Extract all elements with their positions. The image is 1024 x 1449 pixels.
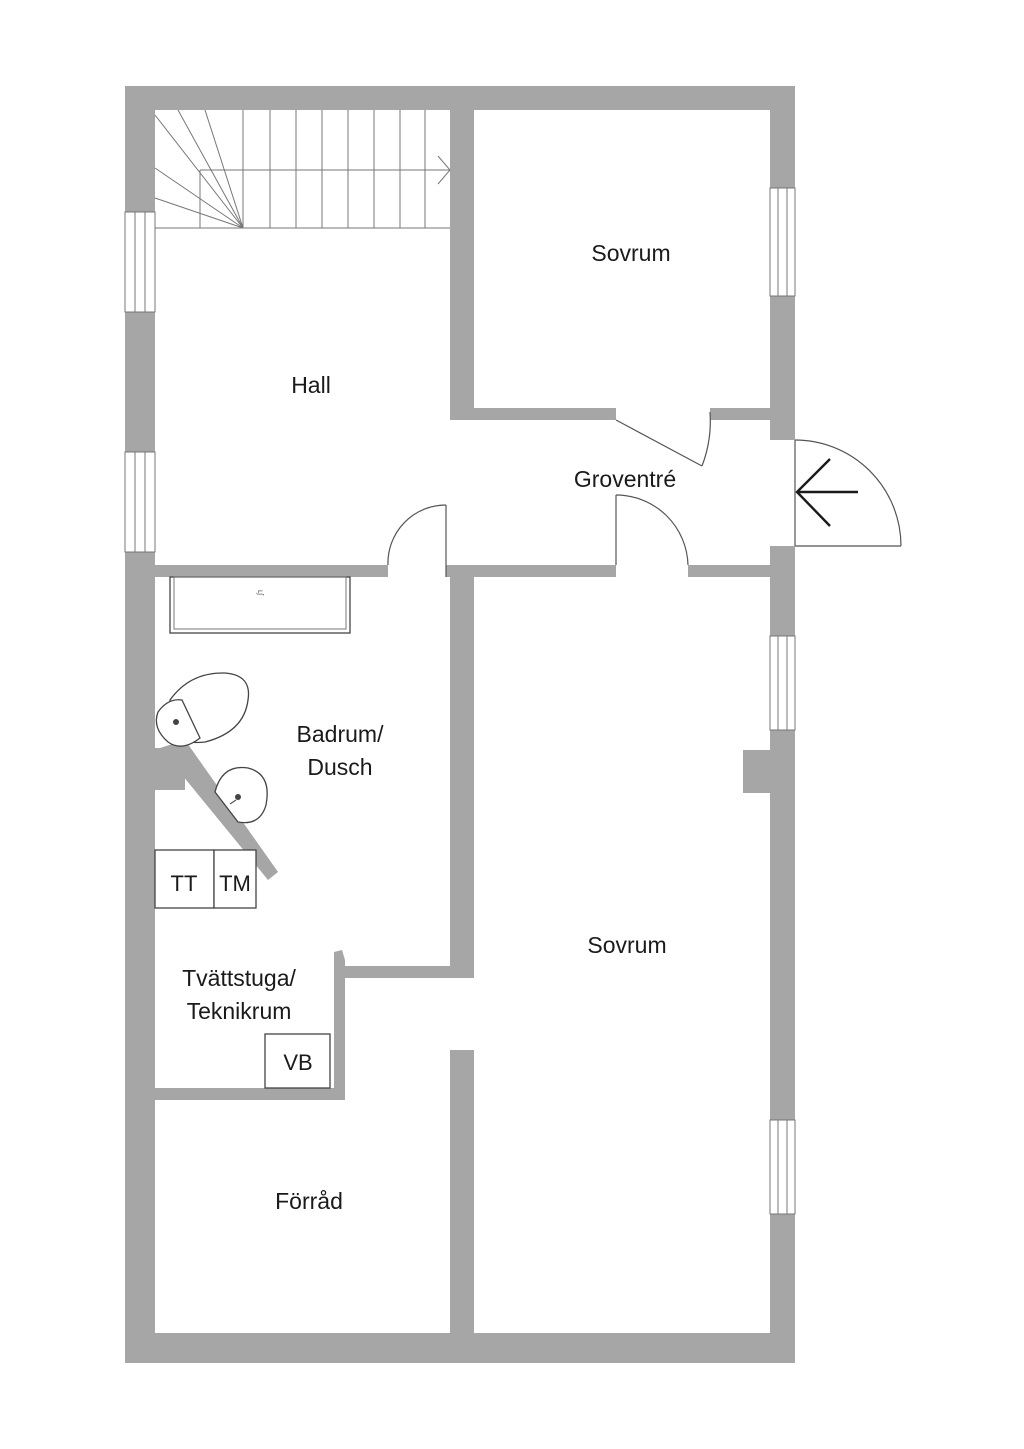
- window-right-middle: [769, 635, 796, 731]
- door-entrance: [794, 439, 902, 547]
- room-label-forrad: Förråd: [275, 1188, 343, 1214]
- dryer-box: [154, 849, 215, 909]
- room-labels: Hall Sovrum Groventré Badrum/ Dusch Sovr…: [182, 240, 676, 1214]
- windows: [124, 187, 796, 1215]
- water-heater-box: [264, 1033, 331, 1089]
- bathtub: ʟʃ: [169, 576, 351, 634]
- window-right-bottom: [769, 1119, 796, 1215]
- window-left-lower: [124, 451, 156, 553]
- room-label-hall: Hall: [291, 372, 331, 398]
- toilet-icon: [155, 672, 250, 747]
- window-right-top: [769, 187, 796, 297]
- door-sovrum-bottom: [615, 494, 689, 566]
- room-label-sovrum-bottom: Sovrum: [587, 932, 666, 958]
- laundry-fixtures: TT TM VB: [154, 849, 331, 1089]
- washer-box: [213, 849, 257, 909]
- doors: [387, 411, 902, 577]
- room-label-sovrum-top: Sovrum: [591, 240, 670, 266]
- fixture-label-vb: VB: [283, 1050, 312, 1075]
- room-label-badrum-line2: Dusch: [307, 754, 372, 780]
- fixture-label-tm: TM: [219, 871, 251, 896]
- staircase: [154, 109, 451, 229]
- interior-walls: [125, 86, 795, 1363]
- window-left-upper: [124, 211, 156, 313]
- room-label-groventre: Groventré: [574, 466, 676, 492]
- door-bathroom: [387, 504, 447, 577]
- room-label-badrum-line1: Badrum/: [297, 721, 385, 747]
- outer-walls: [125, 86, 795, 1363]
- room-label-tvattstuga-line1: Tvättstuga/: [182, 965, 296, 991]
- room-label-tvattstuga-line2: Teknikrum: [187, 998, 292, 1024]
- bathroom-fixtures: ʟʃ: [155, 576, 351, 824]
- svg-text:ʟʃ: ʟʃ: [256, 590, 265, 596]
- door-sovrum-top: [615, 411, 711, 467]
- fixture-label-tt: TT: [171, 871, 198, 896]
- sink-icon: [214, 766, 268, 824]
- arrow-left-icon: [795, 458, 858, 527]
